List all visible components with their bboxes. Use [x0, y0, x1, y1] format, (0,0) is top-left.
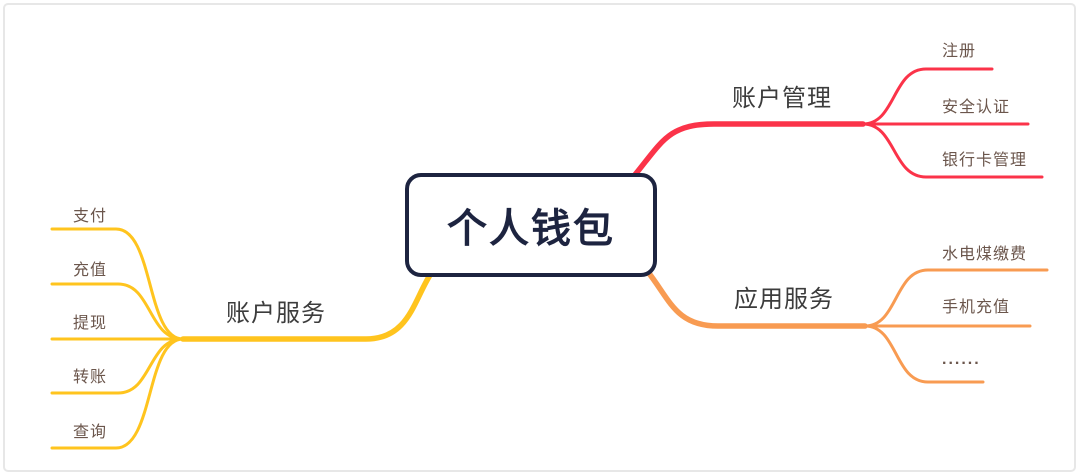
subtopic-withdraw[interactable]: 提现 [73, 315, 108, 332]
topic-application-services[interactable]: 应用服务 [734, 286, 834, 313]
branch-application-services-child-line-more [863, 324, 985, 384]
subtopic-mobile-topup[interactable]: 手机充值 [942, 299, 1011, 316]
root-node-personal-wallet[interactable]: 个人钱包 [405, 173, 657, 277]
subtopic-pay[interactable]: 支付 [73, 208, 108, 225]
branch-application-services-main-line [645, 269, 868, 329]
subtopic-register[interactable]: 注册 [942, 43, 977, 60]
subtopic-more-ellipsis[interactable]: ...... [942, 351, 981, 368]
branch-account-services-main-line [180, 269, 435, 342]
branch-account-management-main-line [631, 121, 866, 179]
branch-account-services-child-line-pay [50, 227, 185, 341]
topic-account-services[interactable]: 账户服务 [226, 300, 326, 327]
branch-account-management-child-line-bankcard [861, 122, 1044, 179]
subtopic-recharge[interactable]: 充值 [73, 262, 108, 279]
branch-application-services-child-line-utilities [863, 268, 1049, 328]
subtopic-utilities-payment[interactable]: 水电煤缴费 [942, 246, 1028, 263]
topic-account-management[interactable]: 账户管理 [732, 85, 832, 112]
branch-account-services-child-line-transfer [50, 337, 185, 395]
branch-account-services-child-line-query [50, 337, 185, 450]
subtopic-query[interactable]: 查询 [73, 424, 108, 441]
subtopic-security-auth[interactable]: 安全认证 [942, 99, 1011, 116]
branch-account-services-child-line-recharge [50, 282, 185, 341]
subtopic-transfer[interactable]: 转账 [73, 369, 108, 386]
subtopic-bankcard-management[interactable]: 银行卡管理 [942, 152, 1028, 169]
branch-account-management-child-line-register [861, 67, 994, 126]
